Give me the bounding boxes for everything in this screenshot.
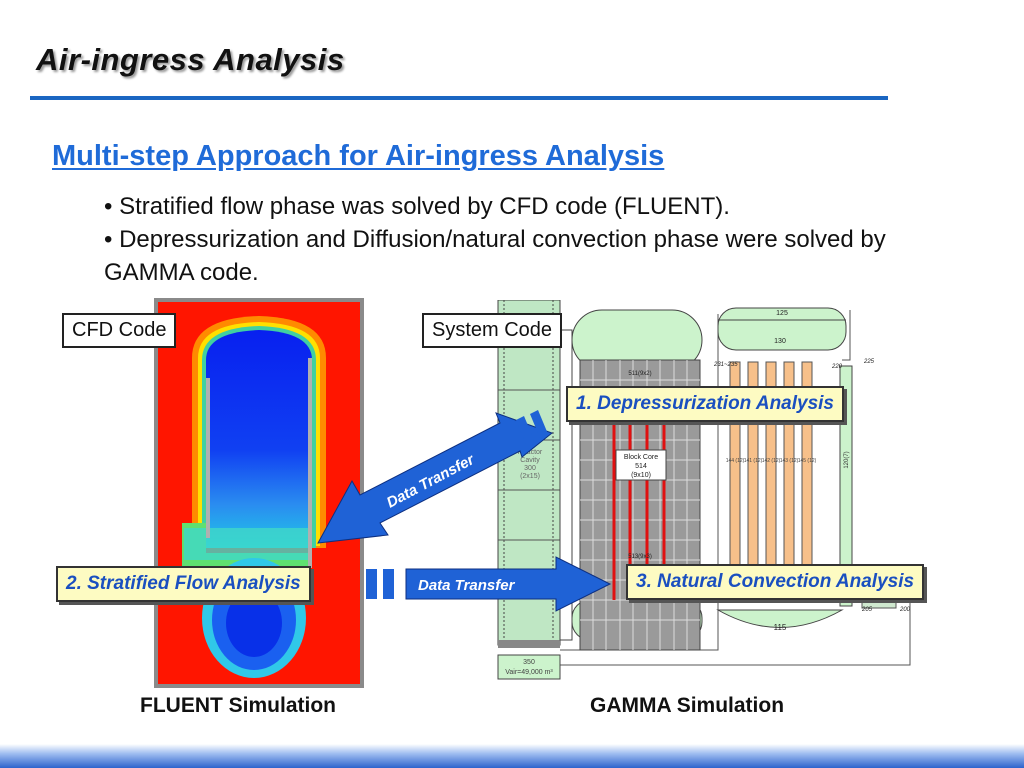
reactor-cavity-line4: (2x15) [520,473,540,480]
data-transfer-horiz-label: Data Transfer [418,577,516,594]
block-core-line3: (9x10) [631,472,651,479]
node-200-label: 200 [899,607,911,613]
node-130-label: 130 [774,338,786,345]
diagonal-dash-bars [516,410,548,444]
channel-143-label: 143 (12) [780,458,799,464]
bullet-2: • Depressurization and Diffusion/natural… [104,226,886,286]
node-511-label: 511(9x2) [628,371,651,377]
channel-144-label: 144 (12) [726,458,745,464]
slide-title: Air-ingress Analysis [36,42,345,77]
node-220-label: 220 [831,364,843,370]
depressurization-analysis-callout: 1. Depressurization Analysis [566,386,845,422]
cfd-code-label: CFD Code [62,313,177,348]
node-225-label: 225 [863,359,875,365]
stratified-flow-analysis-callout: 2. Stratified Flow Analysis [56,566,311,602]
node-205-label: 205 [861,607,873,613]
natural-convection-analysis-callout: 3. Natural Convection Analysis [626,564,925,600]
node-120-label: 120(7) [844,451,850,468]
data-transfer-diagonal-arrow: Data Transfer [317,412,554,544]
reactor-cavity-line3: 300 [524,465,536,472]
gamma-simulation-caption: GAMMA Simulation [590,694,785,717]
section-heading: Multi-step Approach for Air-ingress Anal… [52,140,665,172]
system-code-label: System Code [422,313,563,348]
reactor-cavity-line1: Reactor [518,449,543,456]
node-115-label: 115 [774,623,787,632]
reactor-cavity-line2: Cavity [520,457,540,464]
fluent-simulation-caption: FLUENT Simulation [140,694,336,717]
channel-145-label: 145 (12) [798,458,817,464]
block-core-line1: Block Core [624,454,658,461]
title-underline [30,96,888,100]
node-125-label: 125 [776,310,788,317]
block-core-line2: 514 [635,463,647,470]
vair-label: Vair=49,000 m³ [505,669,553,676]
channel-142-label: 142 (12) [762,458,781,464]
channel-141-label: 141 (12) [744,458,763,464]
bullet-1: • Stratified flow phase was solved by CF… [104,193,730,220]
data-transfer-horizontal-arrow: Data Transfer [366,556,612,612]
node-350-label: 350 [523,659,535,666]
node-231-label: 231~235 [713,362,738,368]
footer-gradient-band [0,744,1024,768]
node-513-label: 513(9x3) [628,554,652,560]
